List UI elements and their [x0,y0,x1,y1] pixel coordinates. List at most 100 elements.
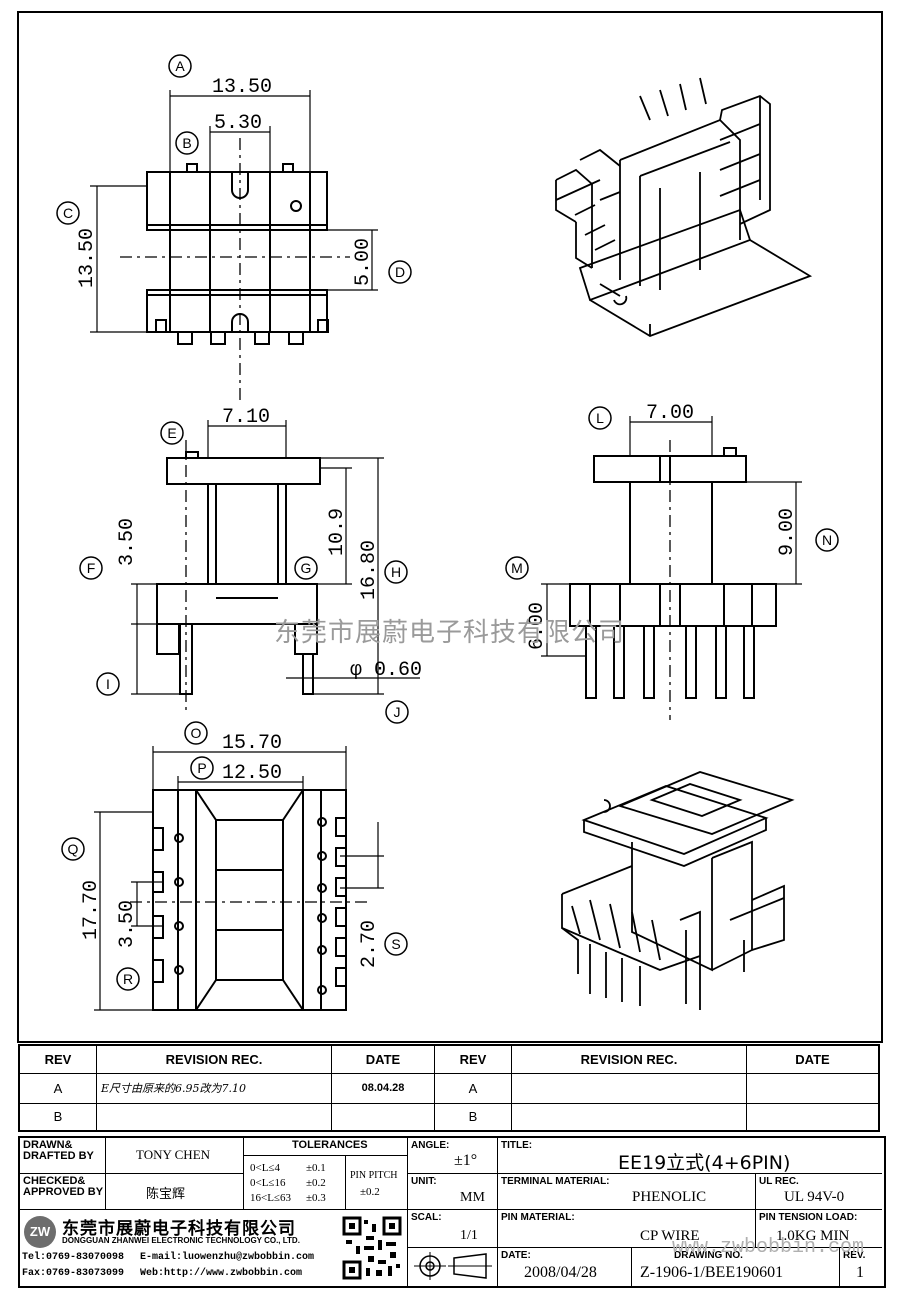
callout-m: M [505,556,529,580]
dim-front-width: 7.00 [646,402,694,425]
dim-bottom-pitch: 3.50 [116,900,139,948]
rev-cell-2: B [434,1102,512,1132]
tol1-range: 0<L≤4 [250,1162,280,1174]
svg-text:D: D [395,264,405,280]
callout-l: L [588,406,612,430]
technical-drawing: 13.50 5.30 13.50 5.00 7.10 10.9 16.80 3.… [17,11,883,1043]
rev-rec-cell: E尺寸由原来的6.95改为7.10 [96,1072,332,1104]
svg-text:E: E [167,425,176,441]
checked-label: CHECKED& APPROVED BY [23,1175,104,1198]
rev-cell: B [18,1102,97,1132]
qr-code-icon [342,1216,402,1280]
dim-side-width: 7.10 [222,406,270,429]
tol3-value: ±0.3 [306,1192,326,1204]
callout-bubbles: A B C D E F G H I J L M N O P Q R S [56,54,839,991]
rev-cell-2: A [434,1072,512,1104]
callout-c: C [56,201,80,225]
callout-i: I [96,672,120,696]
unit-label: UNIT: [411,1176,437,1187]
company-tel: Tel:0769-83070098 [22,1252,125,1263]
callout-q: Q [61,837,85,861]
rev-header-2: REV [434,1044,512,1074]
terminal-material-value: PHENOLIC [632,1189,707,1205]
svg-text:O: O [191,725,202,741]
svg-text:F: F [87,560,96,576]
dim-bottom-inner: 12.50 [222,762,282,785]
isometric-view-bottom [561,771,795,1010]
top-view [146,163,329,345]
ul-rec-label: UL REC. [759,1176,799,1187]
svg-text:P: P [197,760,206,776]
svg-text:I: I [106,676,110,692]
svg-text:N: N [822,532,832,548]
callout-b: B [175,131,199,155]
rev-header: REV [18,1044,97,1074]
tol2-range: 0<L≤16 [250,1177,286,1189]
rev-value: 1 [856,1264,864,1281]
dim-side-h2: 16.80 [358,540,381,600]
revision-row: B B [18,1102,880,1132]
svg-text:J: J [394,704,401,720]
svg-text:M: M [511,560,523,576]
pin-pitch-value: ±0.2 [360,1186,380,1198]
svg-text:H: H [391,564,401,580]
company-logo: ZW [24,1216,56,1248]
pin-pitch-label: PIN PITCH [350,1170,398,1181]
callout-a: A [168,54,192,78]
rev-date-header-2: DATE [746,1044,880,1074]
front-view [569,447,777,699]
rev-date-cell [331,1102,435,1132]
svg-text:R: R [123,971,133,987]
rev-rec-cell-2 [511,1072,747,1104]
title-label: TITLE: [501,1140,533,1151]
svg-text:Q: Q [68,841,79,857]
svg-text:B: B [182,135,191,151]
svg-text:G: G [301,560,312,576]
revision-table: REV REVISION REC. DATE REV REVISION REC.… [18,1044,880,1132]
checked-value: 陈宝辉 [146,1187,186,1202]
dim-top-gap: 5.00 [352,238,375,286]
projection-symbol-icon [414,1252,492,1280]
dim-top-height: 13.50 [76,228,99,288]
company-web: Web:http://www.zwbobbin.com [140,1268,303,1279]
rev-date-cell: 08.04.28 [331,1072,435,1104]
drawing-frame [17,11,883,1043]
callout-e: E [160,421,184,445]
rev-date-header: DATE [331,1044,435,1074]
company-email: E-mail:luowenzhu@zwbobbin.com [140,1252,315,1263]
callout-g: G [294,556,318,580]
dim-bottom-s: 2.70 [358,920,381,968]
tol3-range: 16<L≤63 [250,1192,291,1204]
side-view [156,451,321,695]
dim-bottom-width: 15.70 [222,732,282,755]
scale-label: SCAL: [411,1212,442,1223]
tolerances-label: TOLERANCES [292,1139,368,1151]
dim-bottom-height: 17.70 [80,880,103,940]
svg-text:S: S [391,936,400,952]
callout-n: N [815,528,839,552]
callout-h: H [384,560,408,584]
rev-rec-header: REVISION REC. [96,1044,332,1074]
dim-side-h1: 10.9 [326,508,349,556]
angle-value: ±1° [454,1152,478,1169]
revision-header-row: REV REVISION REC. DATE REV REVISION REC.… [18,1044,880,1074]
unit-value: MM [460,1190,485,1205]
rev-rec-cell-2 [511,1102,747,1132]
company-name-en: DONGGUAN ZHANWEI ELECTRONIC TECHNOLOGY C… [62,1236,300,1245]
callout-f: F [79,556,103,580]
company-fax: Fax:0769-83073099 [22,1268,125,1279]
dim-pin-diameter: φ 0.60 [350,659,422,682]
tol1-value: ±0.1 [306,1162,326,1174]
rev-rec-cell [96,1102,332,1132]
callout-d: D [388,260,412,284]
drawn-label: DRAWN& DRAFTED BY [23,1139,94,1162]
pin-material-value: CP WIRE [640,1228,700,1244]
ul-rec-value: UL 94V-0 [784,1189,845,1205]
svg-text:A: A [175,58,185,74]
callout-p: P [190,756,214,780]
rev-rec-header-2: REVISION REC. [511,1044,747,1074]
svg-text:C: C [63,205,73,221]
title-value: EE19立式(4+6PIN) [618,1152,791,1174]
isometric-view-top [555,77,813,337]
dim-front-n: 9.00 [776,508,799,556]
